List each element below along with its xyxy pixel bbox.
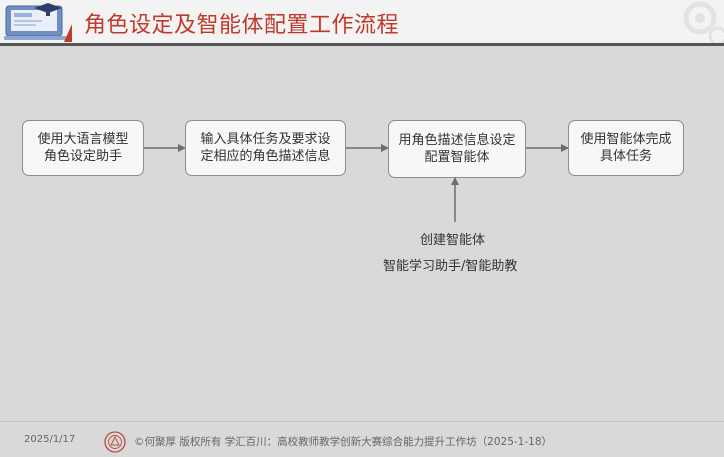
flow-node-text: 具体任务 — [599, 149, 652, 164]
create-agent-label: 创建智能体 — [420, 233, 486, 248]
page-title: 角色设定及智能体配置工作流程 — [84, 13, 400, 38]
flow-node-input-task: 输入具体任务及要求设 定相应的角色描述信息 — [185, 120, 346, 176]
flow-node-text: 配置智能体 — [424, 150, 490, 165]
flow-node-text: 角色设定助手 — [43, 149, 122, 164]
footer-copyright: ©何聚厚 版权所有 学汇百川：高校教师教学创新大赛综合能力提升工作坊（2025-… — [134, 436, 553, 448]
header-bar — [0, 0, 724, 44]
flow-node-text: 定相应的角色描述信息 — [200, 149, 331, 164]
footer-divider — [0, 421, 724, 422]
gear-watermark-icon — [683, 1, 724, 44]
flow-node-text: 用角色描述信息设定 — [398, 133, 516, 148]
agent-types-label: 智能学习助手/智能助教 — [383, 259, 518, 274]
flow-node-text: 使用智能体完成 — [580, 132, 672, 147]
flow-node-text: 输入具体任务及要求设 — [200, 132, 331, 147]
header-divider — [0, 43, 724, 46]
flow-node-text: 使用大语言模型 — [37, 132, 129, 147]
flow-node-configure-agent: 用角色描述信息设定 配置智能体 — [388, 120, 526, 178]
laptop-logo-icon — [4, 3, 72, 42]
footer-date: 2025/1/17 — [24, 434, 76, 445]
university-seal-icon — [104, 431, 126, 453]
flow-node-role-assistant: 使用大语言模型 角色设定助手 — [22, 120, 144, 176]
flow-node-complete-task: 使用智能体完成 具体任务 — [568, 120, 684, 176]
